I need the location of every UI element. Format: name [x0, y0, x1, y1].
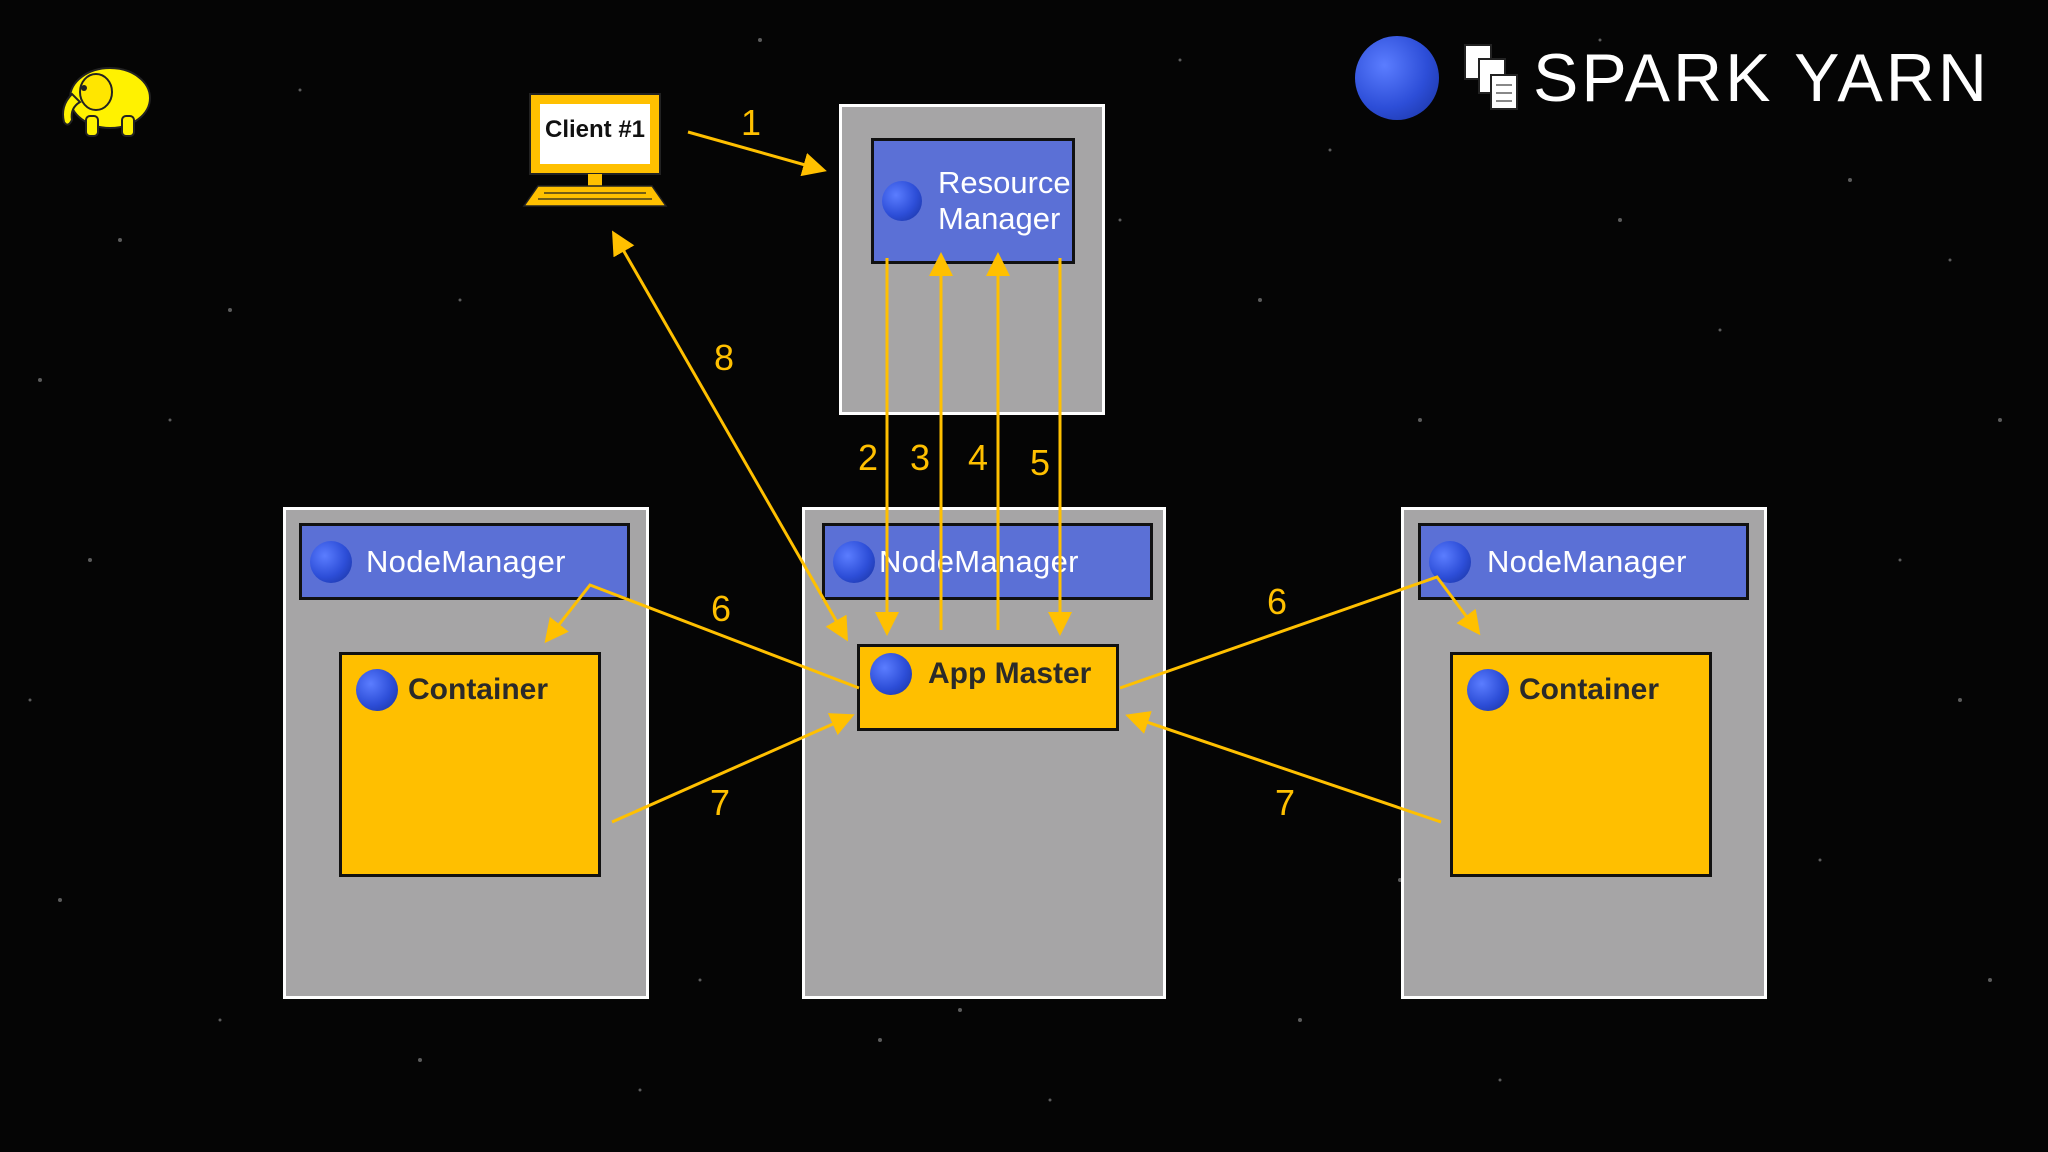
step-label-7-left: 7 [710, 782, 731, 823]
step-label-6-right: 6 [1267, 581, 1288, 622]
step-label-6-left: 6 [711, 588, 732, 629]
left-nodemanager-label: NodeManager [366, 543, 566, 579]
yarn-ball-icon [882, 181, 922, 221]
right-container-label: Container [1519, 673, 1660, 706]
right-nodemanager-label: NodeManager [1487, 543, 1687, 579]
yarn-ball-icon [356, 669, 398, 711]
yarn-ball-icon [870, 653, 912, 695]
resource-manager-label-line2: Manager [938, 201, 1061, 236]
center-nodemanager-label: NodeManager [879, 543, 1079, 579]
step-label-3: 3 [910, 437, 931, 478]
resource-manager-label-line1: Resource [938, 165, 1071, 200]
left-container-label: Container [408, 673, 549, 706]
step-label-1: 1 [741, 102, 762, 143]
documents-icon [1463, 44, 1518, 110]
hadoop-elephant-icon [62, 67, 151, 137]
title-text: SPARK YARN [1532, 40, 1990, 116]
yarn-ball-icon [310, 540, 352, 583]
computer-monitor-icon [522, 93, 668, 207]
step-label-4: 4 [968, 437, 989, 478]
yarn-ball-icon [1467, 669, 1509, 711]
step-label-5: 5 [1030, 442, 1051, 483]
left-container-box: Container [339, 652, 601, 877]
resource-manager-box: Resource Manager [871, 138, 1075, 264]
app-master-box: App Master [857, 644, 1119, 731]
right-container-box: Container [1450, 652, 1712, 877]
app-master-label: App Master [928, 657, 1092, 690]
center-nodemanager-box: NodeManager [822, 523, 1153, 600]
step-label-7-right: 7 [1275, 782, 1296, 823]
step-label-2: 2 [858, 437, 879, 478]
step-label-8: 8 [714, 337, 735, 378]
page-title: SPARK YARN [1354, 36, 1990, 120]
left-nodemanager-box: NodeManager [299, 523, 630, 600]
yarn-ball-icon [1429, 540, 1471, 583]
right-nodemanager-box: NodeManager [1418, 523, 1749, 600]
client-computer: Client #1 [520, 90, 670, 210]
client-label: Client #1 [544, 116, 646, 143]
yarn-ball-icon [1354, 36, 1439, 120]
yarn-ball-icon [833, 540, 875, 583]
